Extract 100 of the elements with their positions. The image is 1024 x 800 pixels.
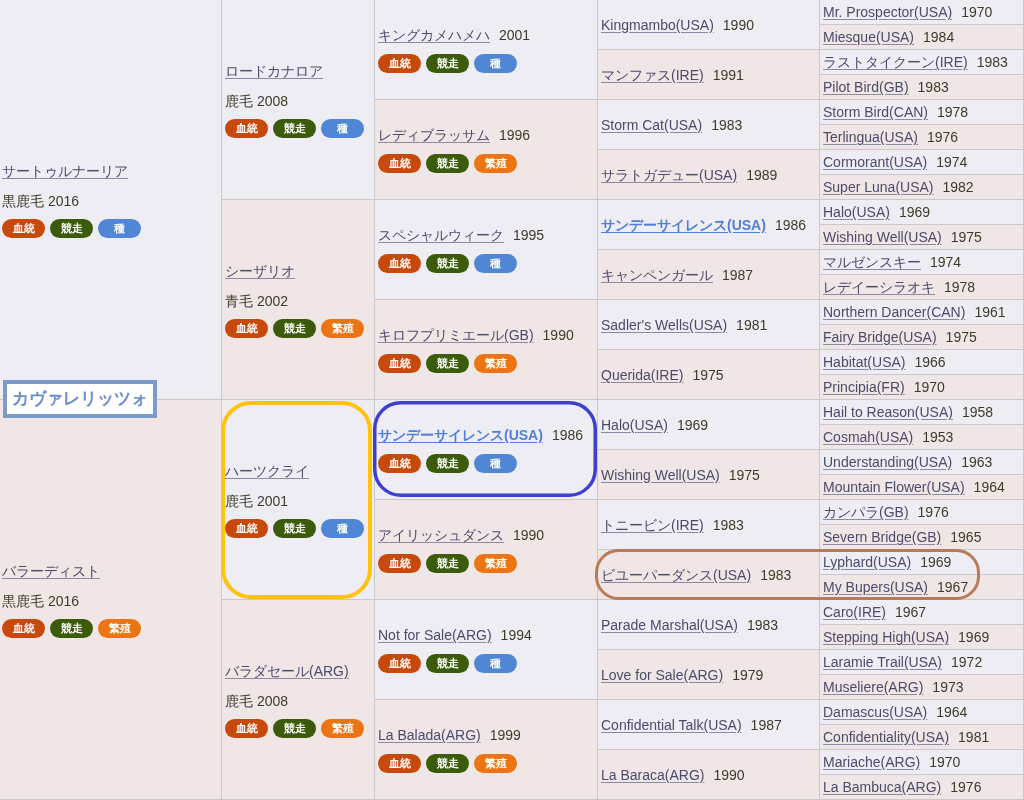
category-badge: 繁殖: [474, 754, 517, 773]
birth-year: 1978: [944, 278, 976, 296]
pedigree-cell: [375, 0, 598, 100]
horse-name-link: Love for Sale(ARG): [601, 665, 724, 684]
birth-year: 1982: [942, 178, 974, 196]
horse-name-link: Querida(IRE): [601, 365, 684, 384]
pedigree-cell: [820, 175, 1024, 200]
pedigree-cell: [820, 275, 1024, 300]
horse-name-link: キングカメハメハ: [378, 26, 490, 44]
horse-name-link: キロフプリミエール(GB): [378, 326, 534, 344]
horse-name-link: Pilot Bird(GB): [823, 78, 909, 96]
category-badge: 血統: [2, 218, 45, 238]
pedigree-cell: [820, 75, 1024, 100]
pedigree-cell: [820, 650, 1024, 675]
horse-name-link: キャンペンガール: [601, 265, 713, 284]
birth-year: 1970: [929, 753, 961, 771]
horse-name-link: Museliere(ARG): [823, 678, 924, 696]
pedigree-cell: [598, 550, 820, 600]
horse-name-link: Damascus(USA): [823, 703, 928, 721]
horse-name-link: バラダセール(ARG): [225, 661, 349, 680]
horse-name-link: Storm Bird(CAN): [823, 103, 928, 121]
pedigree-cell: [820, 225, 1024, 250]
category-badge: 種: [321, 118, 364, 138]
birth-year: 1974: [930, 253, 962, 271]
pedigree-cell: [820, 550, 1024, 575]
horse-name-link: サンデーサイレンス(USA): [601, 215, 766, 234]
pedigree-cell: [375, 500, 598, 600]
category-badge: 血統: [378, 554, 421, 573]
pedigree-cell: [820, 700, 1024, 725]
pedigree-cell: [820, 0, 1024, 25]
pedigree-cell: [820, 750, 1024, 775]
pedigree-cell: [598, 0, 820, 50]
pedigree-cell: [598, 450, 820, 500]
horse-name-link: シーザリオ: [225, 261, 295, 280]
pedigree-cell: [820, 425, 1024, 450]
horse-name-link: Parade Marshal(USA): [601, 615, 738, 634]
birth-year: 1976: [917, 503, 949, 521]
birth-year: 1989: [746, 165, 778, 184]
pedigree-cell: [820, 200, 1024, 225]
horse-name-link: Cosmah(USA): [823, 428, 914, 446]
birth-year: 1984: [923, 28, 955, 46]
pedigree-cell: [820, 525, 1024, 550]
pedigree-cell: [598, 200, 820, 250]
horse-name-link: Wishing Well(USA): [823, 228, 942, 246]
category-badge: 血統: [225, 518, 268, 538]
horse-name-link: バラーディスト: [2, 561, 100, 580]
pedigree-cell: [820, 25, 1024, 50]
pedigree-cell: [820, 400, 1024, 425]
horse-name-link: Cormorant(USA): [823, 153, 928, 171]
category-badge: 種: [474, 654, 517, 673]
birth-year: 1981: [958, 728, 990, 746]
pedigree-cell: [598, 650, 820, 700]
category-badge: 血統: [378, 454, 421, 473]
birth-year: 1979: [732, 665, 764, 684]
birth-year: 1991: [712, 65, 744, 84]
coat-and-birth-year: 鹿毛 2001: [225, 491, 289, 510]
horse-name-link: ビユーパーダンス(USA): [601, 565, 752, 584]
category-badge: 競走: [50, 618, 93, 638]
category-badge: 競走: [426, 654, 469, 673]
pedigree-cell: [820, 300, 1024, 325]
horse-name-link: Not for Sale(ARG): [378, 626, 492, 644]
pedigree-cell: [222, 200, 375, 400]
birth-year: 1978: [937, 103, 969, 121]
category-badge: 繁殖: [98, 618, 141, 638]
birth-year: 1969: [676, 415, 709, 434]
birth-year: 1975: [728, 465, 760, 484]
category-badge: 血統: [2, 618, 45, 638]
horse-name-link: Halo(USA): [601, 415, 668, 434]
pedigree-cell: [598, 350, 820, 400]
coat-and-birth-year: 鹿毛 2008: [225, 91, 289, 110]
birth-year: 1966: [914, 353, 946, 371]
pedigree-cell: [820, 475, 1024, 500]
category-badge: 血統: [378, 754, 421, 773]
pedigree-cell: [598, 750, 820, 800]
pedigree-cell: [820, 325, 1024, 350]
horse-name-link: トニービン(IRE): [601, 515, 704, 534]
birth-year: 1983: [760, 565, 792, 584]
category-badge: 種: [321, 518, 364, 538]
pedigree-cell: [598, 700, 820, 750]
birth-year: 1986: [774, 215, 807, 234]
birth-year: 1967: [895, 603, 927, 621]
category-badge: 繁殖: [321, 318, 364, 338]
birth-year: 1953: [922, 428, 954, 446]
coat-and-birth-year: 鹿毛 2008: [225, 691, 289, 710]
horse-name-link: La Baraca(ARG): [601, 765, 705, 784]
category-badge: 競走: [426, 354, 469, 373]
category-badge: 繁殖: [321, 718, 364, 738]
pedigree-cell: [598, 500, 820, 550]
pedigree-cell: [820, 500, 1024, 525]
birth-year: 1964: [973, 478, 1005, 496]
horse-name-link: サートゥルナーリア: [2, 161, 128, 180]
horse-name-link: マルゼンスキー: [823, 253, 921, 271]
category-badge: 競走: [426, 154, 469, 173]
horse-name-link: Halo(USA): [823, 203, 890, 221]
horse-name-link: Wishing Well(USA): [601, 465, 720, 484]
category-badge: 血統: [378, 254, 421, 273]
birth-year: 2001: [499, 26, 531, 44]
birth-year: 1987: [722, 265, 754, 284]
birth-year: 1965: [950, 528, 982, 546]
horse-name-link: Sadler's Wells(USA): [601, 315, 728, 334]
